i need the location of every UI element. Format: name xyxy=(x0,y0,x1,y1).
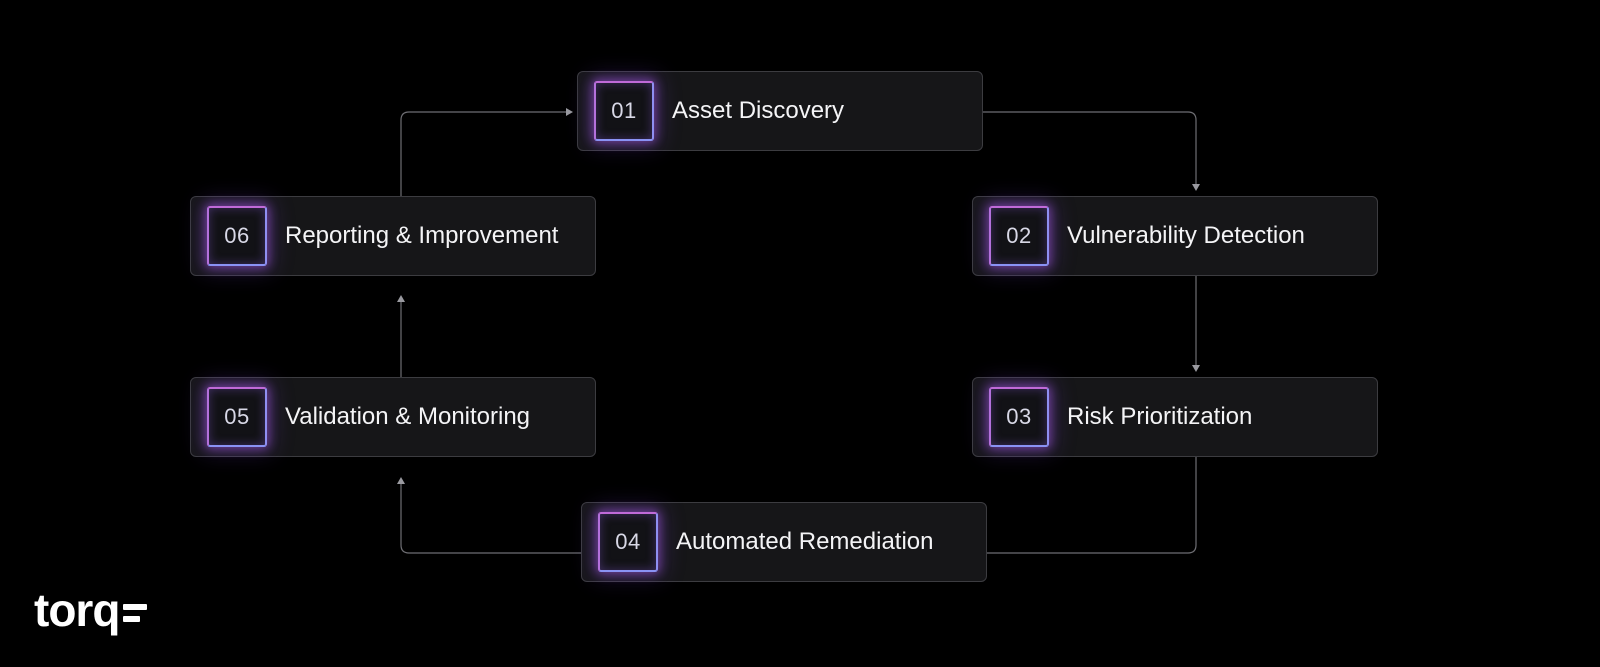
step-label: Reporting & Improvement xyxy=(285,222,559,249)
step-number-badge: 03 xyxy=(989,387,1049,447)
arrowhead-02-03 xyxy=(1192,365,1200,372)
step-label: Vulnerability Detection xyxy=(1067,222,1305,249)
arrowhead-04-05 xyxy=(397,477,405,484)
torq-logo: torq xyxy=(34,584,148,636)
step-number-badge: 02 xyxy=(989,206,1049,266)
arrowhead-06-01 xyxy=(566,108,573,116)
logo-bar-top xyxy=(123,604,148,610)
step-card-automated-remediation: 04 Automated Remediation xyxy=(581,502,987,582)
step-label: Risk Prioritization xyxy=(1067,403,1253,430)
step-label: Asset Discovery xyxy=(672,97,845,124)
connector-01-02 xyxy=(983,111,1197,184)
step-card-asset-discovery: 01 Asset Discovery xyxy=(577,71,983,151)
step-number-badge: 05 xyxy=(207,387,267,447)
logo-bar-bottom xyxy=(123,616,141,622)
connector-06-01 xyxy=(400,111,566,196)
step-card-validation-monitoring: 05 Validation & Monitoring xyxy=(190,377,596,457)
step-number-badge: 01 xyxy=(594,81,654,141)
arrowhead-05-06 xyxy=(397,295,405,302)
step-label: Validation & Monitoring xyxy=(285,403,531,430)
connector-03-04 xyxy=(987,457,1197,554)
connector-04-05 xyxy=(400,484,581,554)
step-card-risk-prioritization: 03 Risk Prioritization xyxy=(972,377,1378,457)
step-number-badge: 04 xyxy=(598,512,658,572)
logo-wordmark: torq xyxy=(34,584,120,636)
step-label: Automated Remediation xyxy=(676,528,934,555)
equals-bars-icon xyxy=(123,598,148,622)
step-card-vulnerability-detection: 02 Vulnerability Detection xyxy=(972,196,1378,276)
step-card-reporting-improvement: 06 Reporting & Improvement xyxy=(190,196,596,276)
arrowhead-01-02 xyxy=(1192,184,1200,191)
step-number-badge: 06 xyxy=(207,206,267,266)
